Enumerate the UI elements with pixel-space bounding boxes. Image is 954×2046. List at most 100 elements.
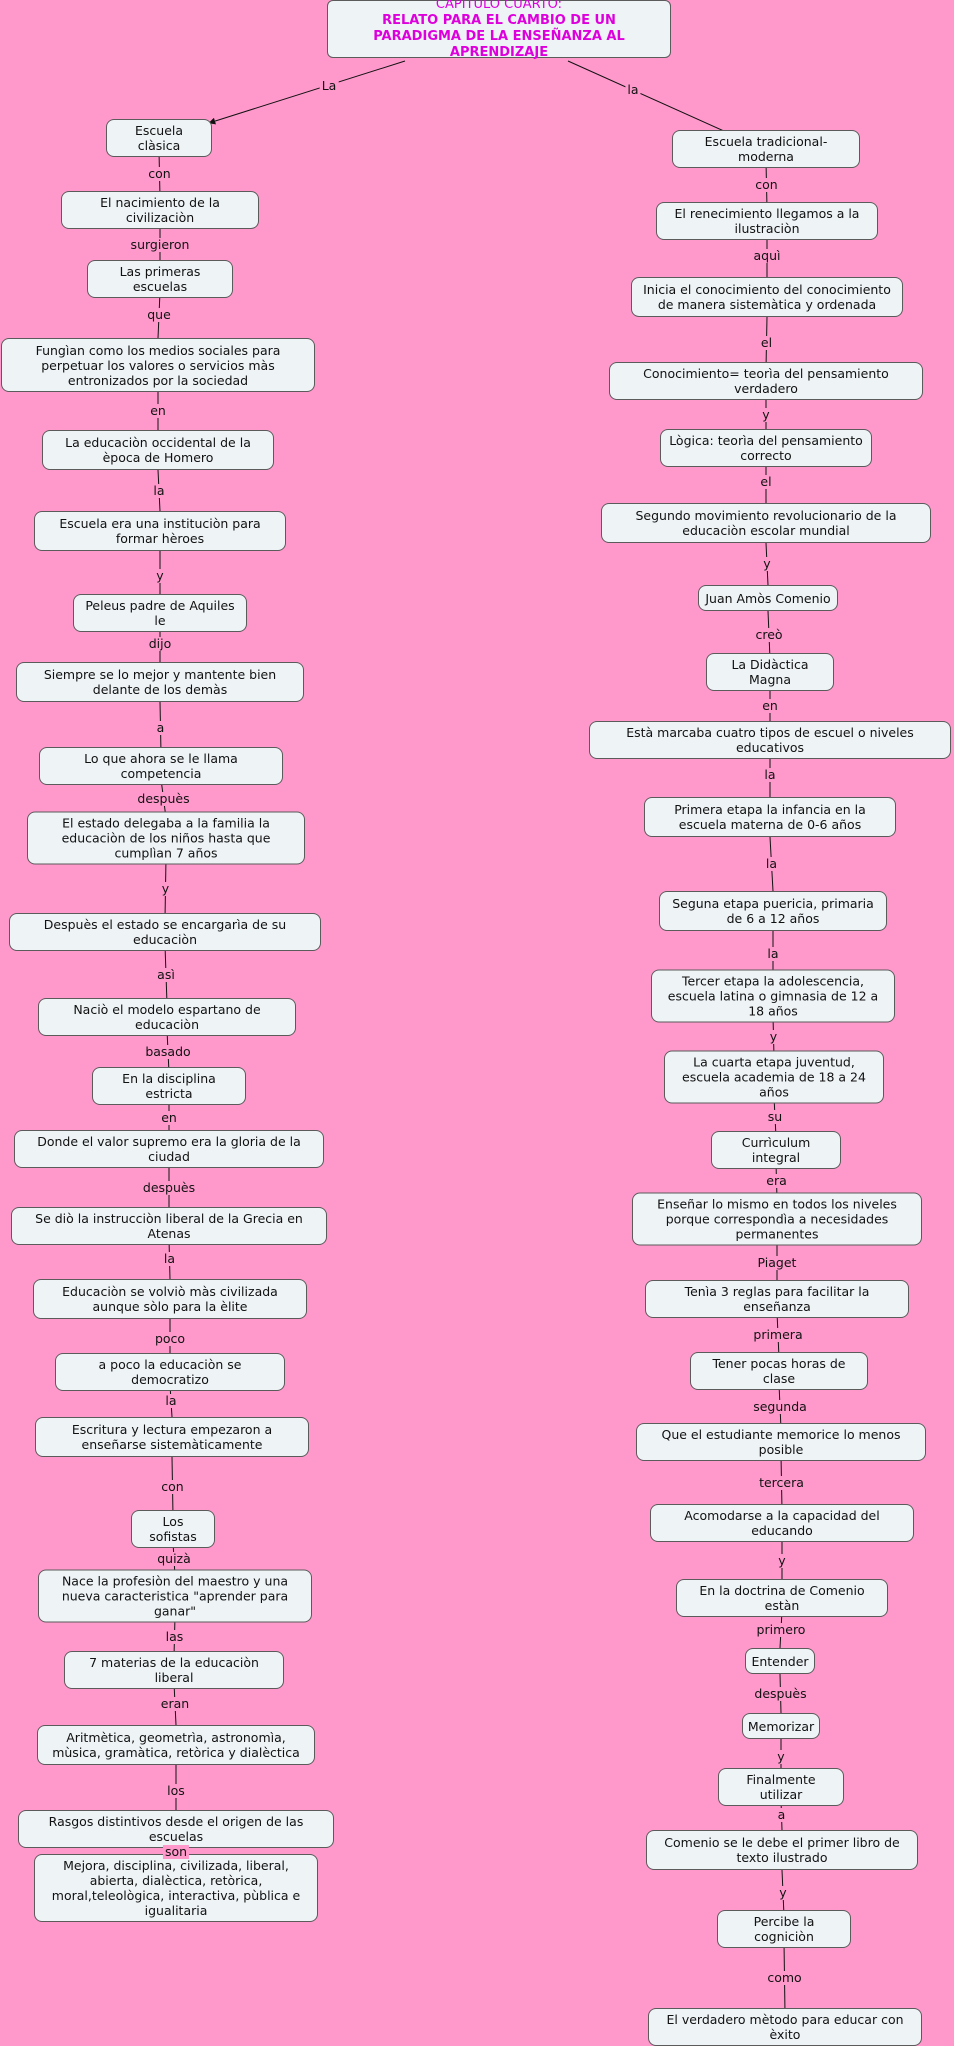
- right-link-label-5: el: [758, 474, 774, 489]
- left-node-18: Escritura y lectura empezaron a enseñars…: [35, 1417, 309, 1457]
- left-link-label-11: asì: [155, 966, 177, 982]
- left-node-5: La educaciòn occidental de la època de H…: [42, 430, 274, 470]
- right-node-3: Inicia el conocimiento del conocimiento …: [631, 277, 903, 317]
- left-node-24: Mejora, disciplina, civilizada, liberal,…: [34, 1854, 318, 1922]
- left-node-3: Las primeras escuelas: [87, 260, 233, 298]
- left-node-21: 7 materias de la educaciòn liberal: [64, 1651, 284, 1689]
- left-link-label-5: la: [151, 482, 167, 498]
- right-link-label-9: la: [762, 767, 778, 782]
- branch-label-left: La: [319, 78, 339, 93]
- right-node-15: Enseñar lo mismo en todos los niveles po…: [632, 1192, 922, 1246]
- left-link-label-17: la: [163, 1393, 179, 1408]
- right-node-11: Seguna etapa puericia, primaria de 6 a 1…: [659, 891, 887, 931]
- left-node-8: Siempre se lo mejor y mantente bien dela…: [16, 662, 304, 702]
- right-link-label-20: primero: [754, 1621, 808, 1637]
- title-chapter: CAPÍTULO CUARTO:: [435, 0, 563, 12]
- right-node-21: Entender: [745, 1648, 815, 1674]
- right-link-label-6: y: [761, 556, 773, 571]
- right-link-label-8: en: [760, 698, 780, 713]
- right-node-4: Conocimiento= teorìa del pensamiento ver…: [609, 362, 923, 400]
- left-node-11: Despuès el estado se encargarìa de su ed…: [9, 913, 321, 951]
- right-node-16: Tenìa 3 reglas para facilitar la enseñan…: [645, 1280, 909, 1318]
- right-link-label-13: su: [765, 1109, 785, 1124]
- right-link-label-15: Piaget: [755, 1254, 799, 1270]
- title-to-left-line: [208, 60, 406, 125]
- left-link-label-6: y: [154, 567, 166, 583]
- right-link-label-2: aquì: [751, 247, 783, 263]
- right-node-8: La Didàctica Magna: [706, 653, 834, 691]
- right-link-label-21: despuès: [752, 1685, 809, 1701]
- title-to-right-line: [567, 60, 736, 137]
- left-link-label-18: con: [159, 1478, 186, 1494]
- left-link-label-15: la: [161, 1251, 178, 1266]
- right-link-label-7: creò: [753, 627, 785, 642]
- right-link-label-4: y: [760, 406, 772, 422]
- left-link-label-13: en: [159, 1109, 179, 1125]
- right-node-26: El verdadero mètodo para educar con èxit…: [648, 2008, 922, 2046]
- right-node-23: Finalmente utilizar: [718, 1768, 844, 1806]
- right-node-9: Està marcaba cuatro tipos de escuel o ni…: [589, 721, 951, 759]
- left-link-label-20: las: [163, 1628, 186, 1644]
- left-link-label-10: y: [159, 880, 172, 896]
- right-node-24: Comenio se le debe el primer libro de te…: [646, 1830, 918, 1870]
- left-node-14: Donde el valor supremo era la gloria de …: [14, 1130, 324, 1168]
- right-node-17: Tener pocas horas de clase: [690, 1352, 868, 1390]
- right-node-1: Escuela tradicional-moderna: [672, 130, 860, 168]
- right-link-label-23: a: [775, 1807, 788, 1822]
- left-link-label-7: dijo: [146, 636, 174, 651]
- left-node-15: Se diò la instrucciòn liberal de la Grec…: [11, 1207, 327, 1245]
- left-link-label-14: despuès: [140, 1179, 198, 1195]
- left-node-2: El nacimiento de la civilizaciòn: [61, 191, 259, 229]
- right-node-6: Segundo movimiento revolucionario de la …: [601, 503, 931, 543]
- left-node-23: Rasgos distintivos desde el origen de la…: [18, 1810, 334, 1848]
- branch-label-right: la: [625, 82, 641, 97]
- left-node-17: a poco la educaciòn se democratizo: [55, 1353, 285, 1391]
- left-link-label-8: a: [154, 719, 167, 735]
- left-node-1: Escuela clàsica: [106, 119, 212, 157]
- left-node-22: Aritmètica, geometrìa, astronomìa, mùsic…: [37, 1725, 315, 1765]
- right-link-label-25: como: [765, 1970, 804, 1985]
- left-link-label-3: que: [145, 307, 173, 322]
- right-link-label-10: la: [763, 856, 780, 871]
- right-link-label-17: segunda: [751, 1398, 809, 1414]
- right-node-22: Memorizar: [742, 1713, 820, 1739]
- left-node-16: Educaciòn se volviò màs civilizada aunqu…: [33, 1279, 307, 1319]
- left-link-label-4: en: [148, 403, 168, 418]
- right-node-12: Tercer etapa la adolescencia, escuela la…: [651, 969, 895, 1023]
- left-node-12: Naciò el modelo espartano de educaciòn: [38, 998, 296, 1036]
- right-link-label-1: con: [753, 177, 780, 192]
- right-link-label-22: y: [775, 1748, 787, 1764]
- right-node-25: Percibe la cogniciòn: [717, 1910, 851, 1948]
- title-subject: RELATO PARA EL CAMBIO DE UN PARADIGMA DE…: [373, 13, 625, 60]
- title-node: CAPÍTULO CUARTO: RELATO PARA EL CAMBIO D…: [327, 0, 671, 60]
- left-link-label-19: quizà: [155, 1551, 193, 1566]
- left-link-label-21: eran: [158, 1696, 192, 1711]
- left-link-label-1: con: [146, 166, 173, 181]
- right-link-label-11: la: [765, 945, 781, 961]
- right-node-13: La cuarta etapa juventud, escuela academ…: [664, 1050, 884, 1104]
- left-node-9: Lo que ahora se le llama competencia: [39, 747, 283, 785]
- left-node-6: Escuela era una instituciòn para formar …: [34, 511, 286, 551]
- left-node-20: Nace la profesiòn del maestro y una nuev…: [38, 1569, 312, 1623]
- right-link-label-19: y: [776, 1552, 788, 1568]
- right-node-19: Acomodarse a la capacidad del educando: [650, 1504, 914, 1542]
- right-node-10: Primera etapa la infancia en la escuela …: [644, 797, 896, 837]
- left-link-label-2: surgieron: [128, 236, 192, 252]
- right-node-7: Juan Amòs Comenio: [698, 585, 838, 611]
- right-link-label-16: primera: [751, 1327, 805, 1342]
- right-link-label-3: el: [758, 334, 775, 350]
- left-link-label-9: despuès: [135, 790, 192, 806]
- right-node-18: Que el estudiante memorice lo menos posi…: [636, 1423, 926, 1461]
- left-node-4: Fungìan como los medios sociales para pe…: [1, 338, 315, 392]
- left-node-13: En la disciplina estricta: [92, 1067, 246, 1105]
- right-node-2: El renecimiento llegamos a la ilustraciò…: [656, 202, 878, 240]
- left-link-label-22: los: [165, 1782, 187, 1798]
- right-link-label-12: y: [767, 1028, 780, 1044]
- right-link-label-18: tercera: [757, 1474, 806, 1490]
- left-node-19: Los sofistas: [131, 1510, 215, 1548]
- right-node-14: Currìculum integral: [711, 1131, 841, 1169]
- left-link-label-12: basado: [143, 1043, 193, 1059]
- left-link-label-23: son: [162, 1843, 190, 1859]
- left-link-label-16: poco: [152, 1331, 188, 1346]
- left-node-10: El estado delegaba a la familia la educa…: [27, 811, 305, 865]
